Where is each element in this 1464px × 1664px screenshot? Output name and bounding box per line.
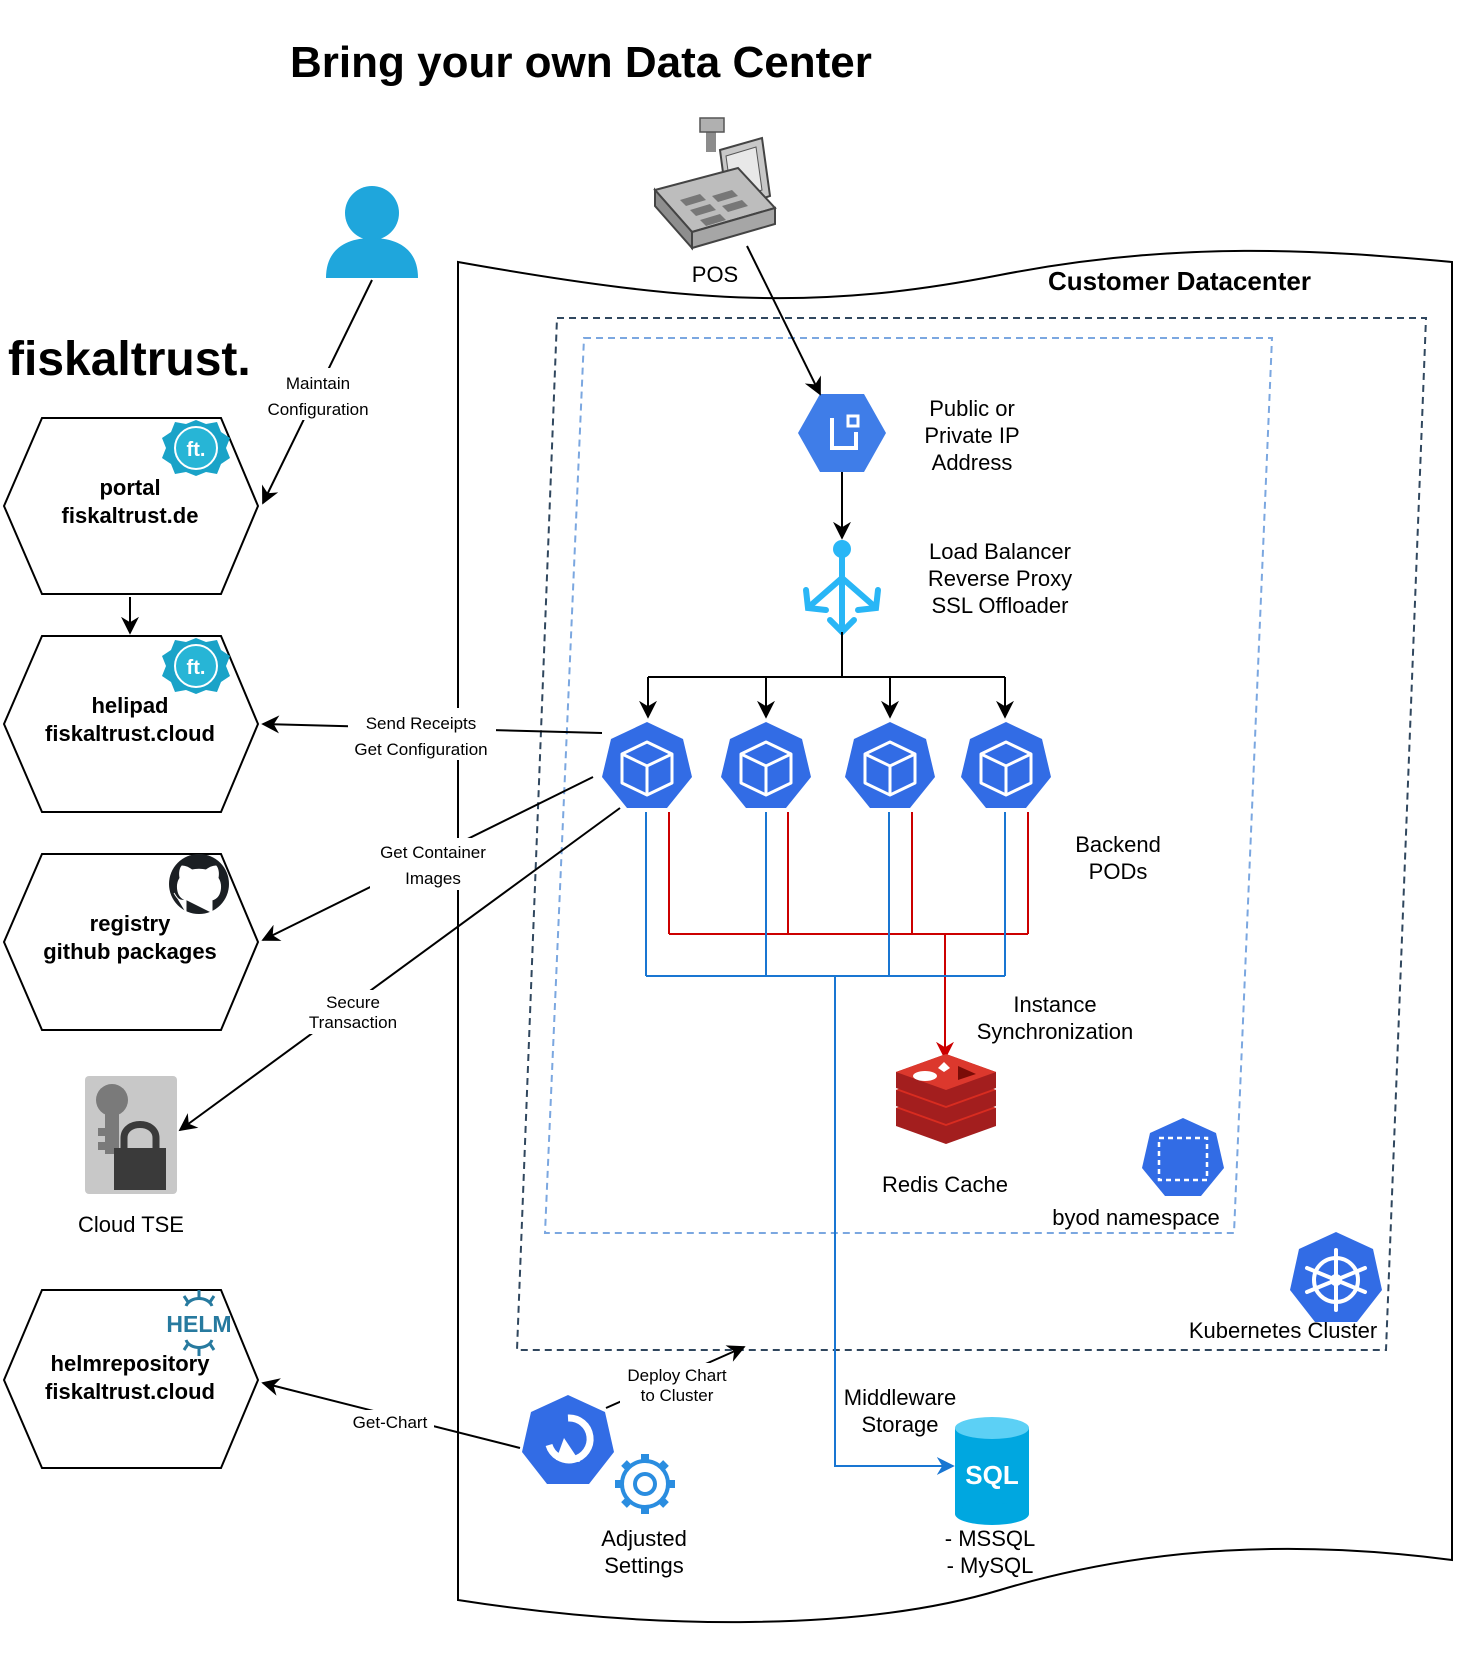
kubernetes-label: Kubernetes Cluster (1189, 1318, 1377, 1343)
ip-label-line-1: Public or (929, 396, 1015, 421)
deploy-icon[interactable] (522, 1395, 614, 1484)
namespace-label: byod namespace (1052, 1205, 1220, 1230)
helm-repository-service[interactable]: helmrepository fiskaltrust.cloud (2, 1289, 260, 1469)
kubernetes-cluster-boundary (515, 317, 1428, 1351)
edge-secure-line-1: Secure (326, 993, 380, 1012)
storage-edges (645, 812, 1006, 1475)
fiskaltrust-badge-icon: ft. (162, 638, 230, 694)
sql-badge-text: SQL (965, 1460, 1019, 1490)
kubernetes-icon (1290, 1232, 1382, 1322)
github-icon (169, 854, 229, 914)
backend-pod[interactable] (845, 722, 935, 808)
helipad-host: fiskaltrust.cloud (45, 721, 215, 746)
settings-label-line-1: Adjusted (601, 1526, 687, 1551)
user-icon (326, 186, 418, 278)
namespace-icon (1142, 1118, 1224, 1196)
cloud-tse-key-lock-icon (85, 1076, 177, 1194)
edge-container-line-2: Images (405, 869, 461, 888)
cloud-tse-label: Cloud TSE (78, 1212, 184, 1237)
redis-label: Redis Cache (882, 1172, 1008, 1197)
backend-label-line-1: Backend (1075, 832, 1161, 857)
edge-maintain-line-2: Configuration (267, 400, 368, 419)
edge-send-receipts-line-1: Send Receipts (366, 714, 477, 733)
backend-pod[interactable] (721, 722, 811, 808)
helm-name: helmrepository (51, 1351, 211, 1376)
load-balancer-icon (803, 540, 881, 637)
gear-icon (615, 1454, 675, 1514)
redis-icon (896, 1054, 996, 1144)
ip-label-line-3: Address (932, 450, 1013, 475)
sql-database-icon: SQL (955, 1417, 1029, 1525)
datacenter-label: Customer Datacenter (1048, 266, 1311, 296)
backend-pod[interactable] (961, 722, 1051, 808)
helm-host: fiskaltrust.cloud (45, 1379, 215, 1404)
pos-label: POS (692, 262, 738, 287)
sync-label-line-2: Synchronization (977, 1019, 1134, 1044)
storage-label-line-1: Middleware (844, 1385, 957, 1410)
backend-pod[interactable] (602, 722, 692, 808)
edge-send-receipts-line-2: Get Configuration (354, 740, 487, 759)
portal-host: fiskaltrust.de (62, 503, 199, 528)
edge-container-line-1: Get Container (380, 843, 486, 862)
ip-address-icon (798, 394, 886, 472)
load-balancer-label-line-2: Reverse Proxy (928, 566, 1072, 591)
edge-maintain-line-1: Maintain (286, 374, 350, 393)
traffic-edges (639, 245, 1014, 719)
load-balancer-label-line-1: Load Balancer (929, 539, 1071, 564)
helipad-badge-text: ft. (187, 657, 206, 679)
backend-label-line-2: PODs (1089, 859, 1148, 884)
edge-get-chart: Get-Chart (353, 1413, 428, 1432)
portal-name: portal (99, 475, 160, 500)
storage-option-mssql: - MSSQL (945, 1526, 1035, 1551)
byod-namespace-boundary (543, 337, 1274, 1234)
edge-deploy-line-1: Deploy Chart (627, 1366, 726, 1385)
instance-sync-edges (668, 812, 1029, 1060)
portal-badge-text: ft. (187, 439, 206, 461)
pos-terminal-icon (653, 117, 777, 251)
edge-deploy-line-2: to Cluster (641, 1386, 714, 1405)
load-balancer-label-line-3: SSL Offloader (932, 593, 1069, 618)
helipad-name: helipad (91, 693, 168, 718)
storage-option-mysql: - MySQL (947, 1553, 1034, 1578)
settings-label-line-2: Settings (604, 1553, 684, 1578)
fiskaltrust-logo: fiskaltrust. (8, 333, 251, 386)
fiskaltrust-badge-icon: ft. (162, 420, 230, 476)
ip-label-line-2: Private IP (924, 423, 1019, 448)
helm-badge-text: HELM (166, 1311, 231, 1337)
storage-label-line-2: Storage (861, 1412, 938, 1437)
registry-host: github packages (43, 939, 217, 964)
customer-datacenter-container (457, 249, 1453, 1624)
diagram-title: Bring your own Data Center (290, 38, 872, 87)
registry-name: registry (90, 911, 171, 936)
sync-label-line-1: Instance (1013, 992, 1096, 1017)
edge-secure-line-2: Transaction (309, 1013, 397, 1032)
helm-icon: HELM (166, 1290, 232, 1356)
